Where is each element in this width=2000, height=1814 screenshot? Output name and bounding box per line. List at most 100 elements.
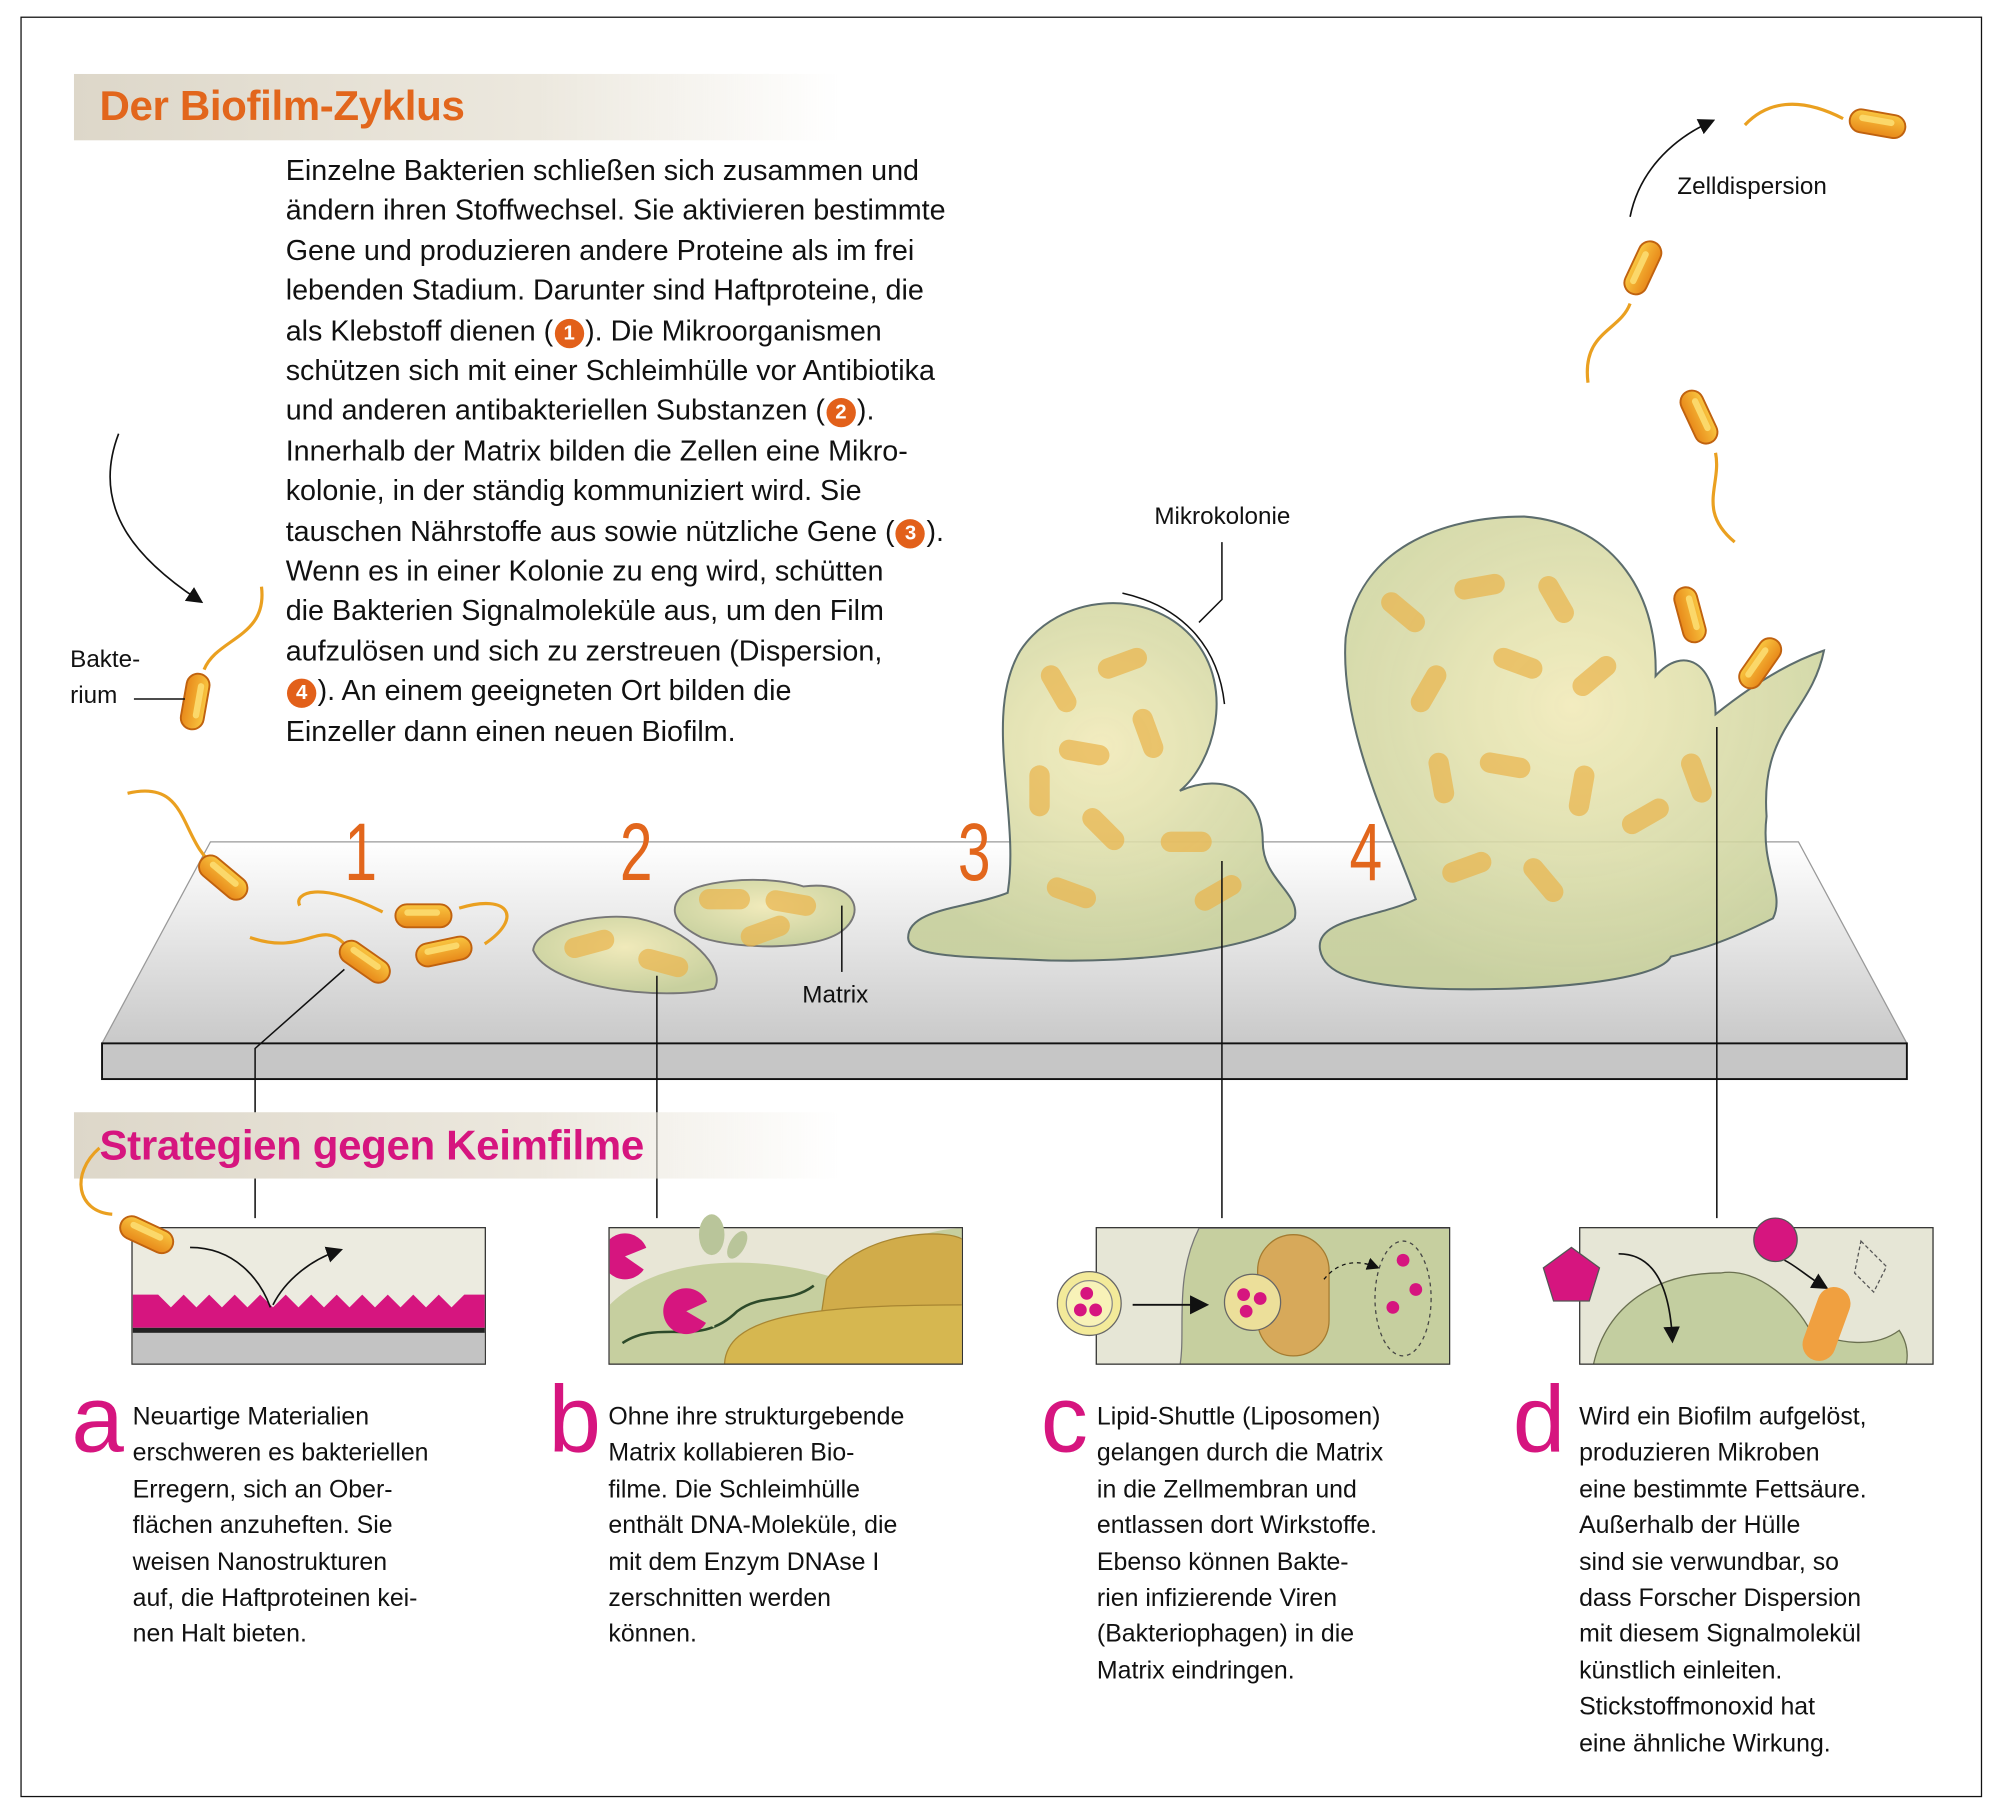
- intro-line: 4). An einem geeigneten Ort bilden die: [286, 671, 946, 711]
- panel-a-nanostructure: [131, 1227, 486, 1365]
- intro-line: ändern ihren Stoffwechsel. Sie aktiviere…: [286, 191, 946, 231]
- bacterium-incoming: [109, 433, 264, 733]
- intro-text: schützen sich mit einer Schleimhülle vor…: [285, 354, 935, 387]
- panel-d-pentagon-molecule-icon: [1542, 1246, 1601, 1302]
- intro-line: Gene und produzieren andere Proteine als…: [286, 231, 946, 271]
- intro-text: ).: [926, 514, 945, 547]
- strategy-text-line: künstlich einleiten.: [1579, 1656, 1783, 1685]
- strategy-text-line: dass Forscher Dispersion: [1579, 1584, 1862, 1613]
- intro-line: Einzeller dann einen neuen Biofilm.: [286, 711, 946, 751]
- strategy-text-line: gelangen durch die Matrix: [1096, 1439, 1384, 1468]
- intro-text: Gene und produzieren andere Proteine als…: [285, 234, 915, 267]
- intro-paragraph: Einzelne Bakterien schließen sich zusamm…: [286, 151, 946, 752]
- panel-c-liposome: [1095, 1227, 1451, 1365]
- step-number-4: 4: [1349, 806, 1383, 898]
- step-badge-3: 3: [895, 518, 926, 549]
- intro-line: die Bakterien Signalmoleküle aus, um den…: [286, 591, 946, 631]
- intro-line: schützen sich mit einer Schleimhülle vor…: [286, 351, 946, 391]
- intro-text: die Bakterien Signalmoleküle aus, um den…: [285, 594, 884, 627]
- strategy-text-line: in die Zellmembran und: [1096, 1475, 1357, 1504]
- intro-line: lebenden Stadium. Darunter sind Haftprot…: [286, 271, 946, 311]
- strategy-text-line: (Bakteriophagen) in die: [1096, 1620, 1355, 1649]
- intro-line: Wenn es in einer Kolonie zu eng wird, sc…: [286, 551, 946, 591]
- strategy-text-line: Ebenso können Bakte-: [1096, 1547, 1349, 1577]
- intro-line: aufzulösen und sich zu zerstreuen (Dispe…: [286, 631, 946, 671]
- intro-text: ändern ihren Stoffwechsel. Sie aktiviere…: [285, 194, 946, 227]
- strategy-text-line: Ohne ihre strukturgebende: [608, 1403, 905, 1432]
- strategy-text-line: eine bestimmte Fettsäure.: [1579, 1475, 1867, 1504]
- intro-text: ). Die Mikroorganismen: [585, 314, 882, 347]
- strategy-text-line: weisen Nanostrukturen: [132, 1547, 388, 1577]
- intro-text: Wenn es in einer Kolonie zu eng wird, sc…: [285, 554, 884, 587]
- step-badge-4: 4: [286, 678, 317, 709]
- intro-text: und anderen antibakteriellen Substanzen …: [285, 394, 826, 427]
- intro-text: kolonie, in der ständig kommuniziert wir…: [285, 474, 862, 507]
- strategy-text-line: Neuartige Materialien: [132, 1403, 370, 1432]
- strategy-text-a: Neuartige Materialien erschweren es bakte…: [133, 1399, 429, 1653]
- strategy-text-line: erschweren es bakteriellen: [132, 1439, 429, 1468]
- frame-border: [20, 16, 1983, 1798]
- strategy-letter-d: d: [1512, 1366, 1566, 1472]
- intro-text: aufzulösen und sich zu zerstreuen (Dispe…: [285, 635, 883, 667]
- strategies-band: [73, 1112, 840, 1179]
- title-band: [73, 73, 840, 141]
- dispersing-bacteria: [1585, 102, 1909, 544]
- strategy-text-line: enthält DNA-Moleküle, die: [608, 1511, 898, 1540]
- panel-b-dna-fragment-icon: [698, 1214, 748, 1259]
- label-bakterium-2: rium: [70, 682, 118, 710]
- intro-text: tauschen Nährstoffe aus sowie nützliche …: [285, 514, 895, 547]
- panel-b-dnase: [608, 1227, 964, 1365]
- strategy-text-line: Stickstoffmonoxid hat: [1579, 1692, 1816, 1721]
- strategy-text-line: nen Halt bieten.: [132, 1620, 307, 1649]
- intro-line: und anderen antibakteriellen Substanzen …: [286, 391, 946, 431]
- strategy-text-line: mit dem Enzym DNAse I: [608, 1547, 880, 1577]
- strategy-text-c: Lipid-Shuttle (Liposomen) gelangen durch …: [1097, 1399, 1383, 1689]
- intro-line: als Klebstoff dienen (1). Die Mikroorgan…: [286, 311, 946, 351]
- intro-line: Einzelne Bakterien schließen sich zusamm…: [286, 151, 946, 191]
- panel-d-circle-molecule-icon: [1753, 1217, 1798, 1263]
- strategy-text-line: auf, die Haftproteinen kei-: [132, 1584, 418, 1613]
- step-badge-1: 1: [554, 318, 584, 348]
- panel-d-signal-molecule: [1579, 1227, 1934, 1365]
- strategy-letter-c: c: [1040, 1366, 1089, 1472]
- panel-c-liposome-icon: [1056, 1271, 1122, 1337]
- strategy-text-line: Wird ein Biofilm aufgelöst,: [1579, 1403, 1867, 1432]
- strategy-text-line: mit diesem Signalmolekül: [1579, 1620, 1862, 1649]
- intro-line: kolonie, in der ständig kommuniziert wir…: [286, 471, 946, 511]
- intro-text: Innerhalb der Matrix bilden die Zellen e…: [285, 434, 908, 467]
- label-bakterium-1: Bakte-: [70, 646, 141, 674]
- page-title: Der Biofilm-Zyklus: [99, 81, 465, 129]
- strategy-text-line: zerschnitten werden: [608, 1584, 832, 1613]
- strategy-text-line: Matrix kollabieren Bio-: [608, 1439, 855, 1468]
- strategy-text-line: können.: [608, 1620, 697, 1649]
- strategy-text-line: flächen anzuheften. Sie: [132, 1511, 393, 1540]
- strategy-text-line: produzieren Mikroben: [1579, 1439, 1820, 1468]
- intro-line: tauschen Nährstoffe aus sowie nützliche …: [286, 511, 946, 551]
- step3-microcolony: [907, 542, 1297, 1219]
- strategy-text-d: Wird ein Biofilm aufgelöst, produzieren M…: [1579, 1399, 1867, 1761]
- strategy-text-line: sind sie verwundbar, so: [1579, 1547, 1839, 1577]
- step-badge-2: 2: [826, 398, 856, 428]
- strategy-letter-a: a: [71, 1366, 124, 1472]
- panel-a-bacterium-icon: [79, 1146, 178, 1258]
- step2-matrix-patches: [532, 878, 856, 1219]
- strategy-text-line: Lipid-Shuttle (Liposomen): [1096, 1403, 1381, 1432]
- step-number-1: 1: [344, 806, 378, 898]
- intro-text: Einzelne Bakterien schließen sich zusamm…: [285, 154, 920, 187]
- strategy-text-line: filme. Die Schleimhülle: [608, 1475, 861, 1504]
- step-number-2: 2: [619, 806, 653, 898]
- intro-text: ). An einem geeigneten Ort bilden die: [317, 675, 792, 707]
- intro-line: Innerhalb der Matrix bilden die Zellen e…: [286, 431, 946, 471]
- strategy-text-line: Außerhalb der Hülle: [1579, 1511, 1801, 1540]
- strategies-title: Strategien gegen Keimfilme: [99, 1121, 644, 1169]
- label-matrix: Matrix: [802, 982, 869, 1009]
- strategy-text-line: entlassen dort Wirkstoffe.: [1096, 1511, 1378, 1540]
- intro-text: als Klebstoff dienen (: [285, 314, 554, 347]
- strategy-text-line: eine ähnliche Wirkung.: [1579, 1729, 1831, 1758]
- intro-text: lebenden Stadium. Darunter sind Haftprot…: [285, 274, 924, 307]
- intro-text: ).: [856, 394, 875, 427]
- strategy-letter-b: b: [548, 1366, 601, 1472]
